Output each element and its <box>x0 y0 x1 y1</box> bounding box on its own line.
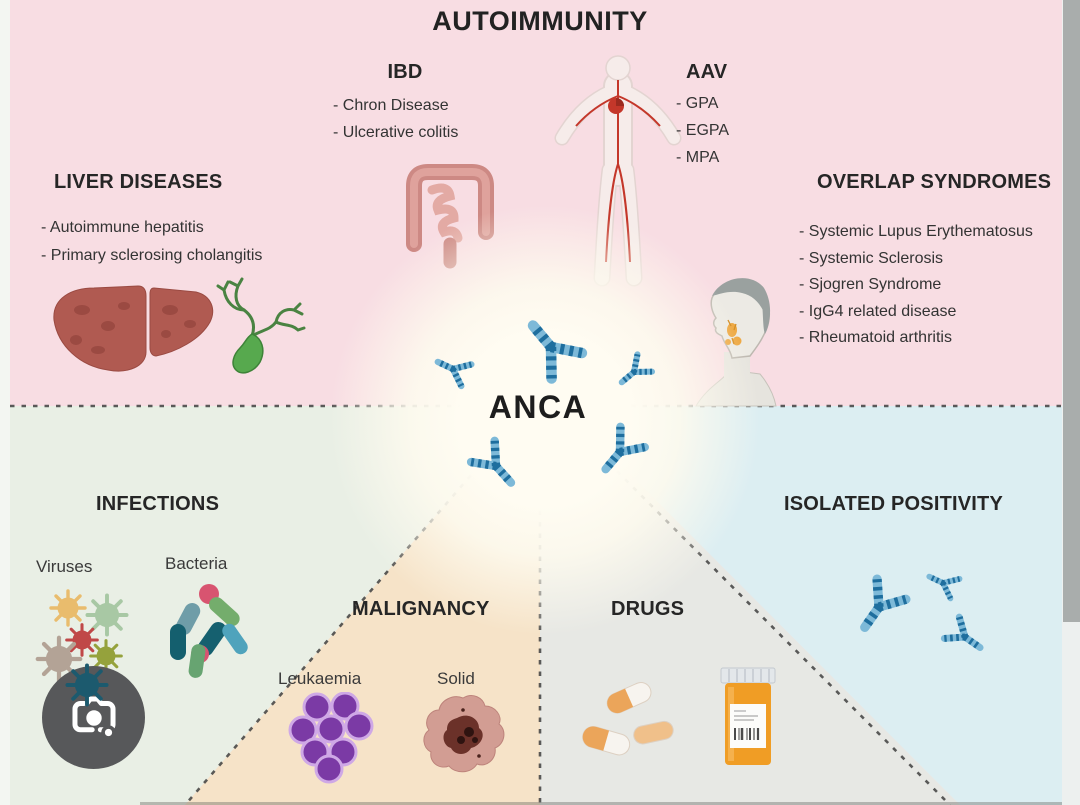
overlap-syndromes-section-title: OVERLAP SYNDROMES <box>817 171 1052 193</box>
isolated-positivity-section-title: ISOLATED POSITIVITY <box>784 493 1004 515</box>
liver-icon <box>53 285 214 372</box>
scrollbar-thumb[interactable] <box>1063 0 1080 622</box>
list-item: - Systemic Lupus Erythematosus <box>799 223 1033 240</box>
list-item: - Autoimmune hepatitis <box>41 219 204 236</box>
solid-tumor-icon <box>423 695 505 773</box>
center-anca-label: ANCA <box>488 389 588 425</box>
list-item: - EGPA <box>676 122 730 139</box>
ibd-section-title: IBD <box>387 61 423 83</box>
virus-icon <box>64 662 110 708</box>
ibd-item-list: - Chron Disease - Ulcerative colitis <box>333 92 458 146</box>
aav-item-list: - GPA - EGPA - MPA <box>676 90 729 171</box>
intestine-icon <box>406 164 494 269</box>
liver-diseases-section-title: LIVER DISEASES <box>54 171 223 193</box>
capsule-pills-icon <box>582 681 674 756</box>
infections-section-title: INFECTIONS <box>96 493 220 515</box>
leukaemia-cells-icon <box>288 692 374 784</box>
list-item: - Sjogren Syndrome <box>799 276 942 293</box>
malignancy-section-title: MALIGNANCY <box>352 598 490 620</box>
list-item: - MPA <box>676 149 720 166</box>
drugs-section-title: DRUGS <box>611 598 685 620</box>
diagram-title: AUTOIMMUNITY <box>432 6 648 36</box>
list-item: - IgG4 related disease <box>799 302 957 320</box>
list-item: - Primary sclerosing cholangitis <box>41 247 263 264</box>
list-item: - Ulcerative colitis <box>333 124 459 141</box>
overlap-syndromes-item-list: - Systemic Lupus Erythematosus - Systemi… <box>799 219 1033 352</box>
face-profile-sjogren-icon <box>695 278 777 407</box>
list-item: - Rheumatoid arthritis <box>799 329 952 346</box>
bacteria-label: Bacteria <box>165 554 228 573</box>
google-lens-camera-icon <box>71 695 116 740</box>
pill-bottle-icon <box>720 667 776 765</box>
solid-label: Solid <box>437 669 475 688</box>
gallbladder-icon <box>216 277 306 374</box>
aav-section-title: AAV <box>686 61 728 83</box>
bacteria-cluster-icon <box>170 584 248 678</box>
list-item: - Systemic Sclerosis <box>799 249 944 267</box>
human-body-vasculitis-icon <box>554 55 682 287</box>
list-item: - Chron Disease <box>333 97 449 114</box>
viruses-label: Viruses <box>36 557 93 576</box>
list-item: - GPA <box>676 95 719 112</box>
liver-diseases-item-list: - Autoimmune hepatitis - Primary scleros… <box>41 214 262 270</box>
leukaemia-label: Leukaemia <box>278 669 362 688</box>
bottom-edge-line <box>140 802 1062 805</box>
